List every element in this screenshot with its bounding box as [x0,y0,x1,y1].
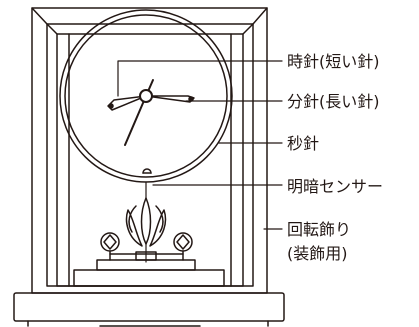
second-hand [124,95,147,146]
hour-hand-tip [108,103,114,109]
label-ornament-note: (装飾用) [287,244,348,263]
clock-hands [107,79,195,146]
light-sensor-window [142,168,152,174]
clock-case [13,7,285,327]
label-hour-hand: 時針(短い針) [287,52,380,71]
case-corner-bevel-tr-inner [242,23,254,35]
label-light-sensor: 明暗センサー [287,177,384,196]
leader-hour-hand [117,60,283,97]
ornament-pedestal-base [73,269,225,287]
ornament-leaf-right [155,205,164,233]
rotating-ornament [73,181,225,287]
case-base-plinth [13,292,285,322]
ornament-flame-left [125,209,143,247]
label-second-hand: 秒針 [287,134,320,153]
hands-pivot [139,89,153,103]
ornament-pedestal-hub [135,251,157,261]
ornament-flame-center [140,197,152,245]
label-minute-hand: 分針(長い針) [287,92,380,111]
ornament-crystal-right-facet [176,234,190,250]
ornament-leaf-left [128,205,137,233]
dial-inner-ring [64,14,228,178]
ornament-crystal-left-facet [103,234,117,250]
case-window-frame [56,33,244,287]
label-ornament: 回転飾り [287,220,352,239]
hour-hand [107,95,147,111]
ornament-flame-right [149,209,167,247]
case-corner-bevel-tr [252,7,268,25]
case-corner-bevel-tl [31,7,48,25]
leader-lines [117,60,283,230]
minute-hand [145,95,195,103]
case-corner-bevel-tl-inner [46,23,58,35]
light-sensor [142,168,152,174]
